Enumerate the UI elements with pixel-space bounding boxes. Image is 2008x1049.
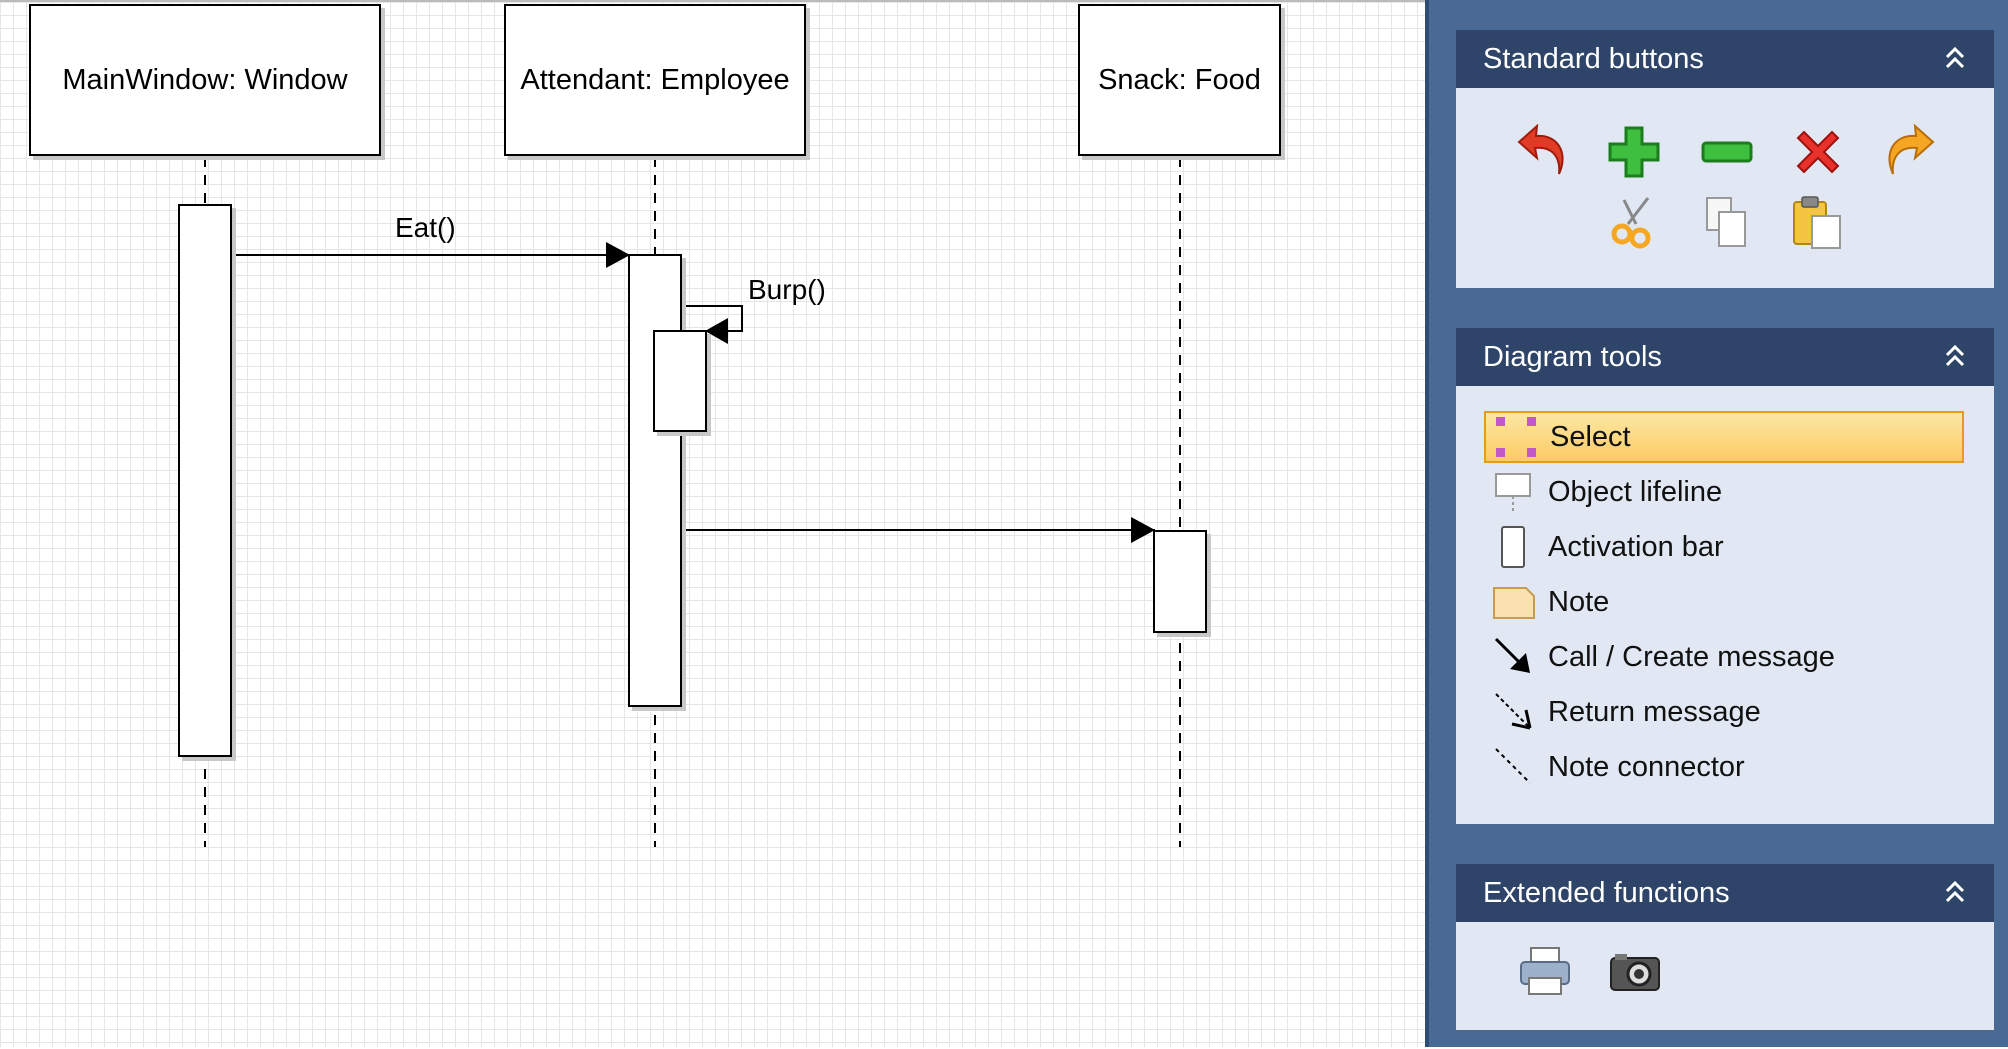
return-message-icon xyxy=(1495,693,1532,730)
paste-icon[interactable] xyxy=(1790,194,1846,250)
panel-body xyxy=(1456,88,1994,288)
panel-diagram-tools: Diagram tools Select xyxy=(1456,328,1994,824)
tool-select[interactable]: Select xyxy=(1484,411,1964,463)
camera-icon[interactable] xyxy=(1607,944,1663,1000)
object-lifeline-icon xyxy=(1495,473,1531,512)
object-attendant[interactable]: Attendant: Employee xyxy=(504,4,806,156)
message-burp-arrowhead xyxy=(705,318,728,344)
panel-extended-functions: Extended functions xyxy=(1456,864,1994,1030)
note-icon xyxy=(1493,587,1535,619)
object-label: Snack: Food xyxy=(1098,63,1261,96)
panel-body: Select Object lifeline Activation bar xyxy=(1456,386,1994,824)
collapse-icon[interactable] xyxy=(1942,342,1968,370)
tool-note-connector[interactable]: Note connector xyxy=(1484,741,1964,793)
activation-bar-icon xyxy=(1501,526,1525,568)
message-snack-arrowhead xyxy=(1131,517,1155,543)
object-label: MainWindow: Window xyxy=(62,63,348,96)
object-label: Attendant: Employee xyxy=(520,63,790,96)
panel-header[interactable]: Standard buttons xyxy=(1456,30,1994,88)
tool-object-lifeline[interactable]: Object lifeline xyxy=(1484,466,1964,518)
call-message-icon xyxy=(1494,637,1530,673)
note-connector-icon xyxy=(1495,748,1531,784)
sidebar: Standard buttons xyxy=(1425,0,2008,1047)
message-eat-label[interactable]: Eat() xyxy=(395,212,456,243)
object-snack[interactable]: Snack: Food xyxy=(1078,4,1281,156)
activation-bar-attendant-nested[interactable] xyxy=(653,330,707,432)
object-mainwindow[interactable]: MainWindow: Window xyxy=(29,4,381,156)
tool-label: Object lifeline xyxy=(1548,475,1723,508)
copy-icon[interactable] xyxy=(1699,194,1755,250)
panel-title: Diagram tools xyxy=(1483,340,1662,373)
cut-icon[interactable] xyxy=(1606,194,1662,250)
panel-title: Extended functions xyxy=(1483,876,1730,909)
tool-activation-bar[interactable]: Activation bar xyxy=(1484,521,1964,573)
diagram-canvas[interactable]: MainWindow: Window Attendant: Employee S… xyxy=(0,0,1425,1047)
tool-label: Activation bar xyxy=(1548,530,1724,563)
undo-icon[interactable] xyxy=(1515,124,1571,180)
panel-title: Standard buttons xyxy=(1483,42,1704,75)
message-burp-label[interactable]: Burp() xyxy=(748,274,826,305)
collapse-icon[interactable] xyxy=(1942,44,1968,72)
tool-label: Return message xyxy=(1548,695,1761,728)
panel-standard-buttons: Standard buttons xyxy=(1456,30,1994,288)
panel-header[interactable]: Extended functions xyxy=(1456,864,1994,922)
activation-bar-snack[interactable] xyxy=(1153,530,1207,633)
panel-header[interactable]: Diagram tools xyxy=(1456,328,1994,386)
print-icon[interactable] xyxy=(1517,944,1573,1000)
activation-bar-mainwindow[interactable] xyxy=(178,204,232,757)
redo-icon[interactable] xyxy=(1881,124,1937,180)
remove-icon[interactable] xyxy=(1699,124,1755,180)
tool-label: Select xyxy=(1550,420,1631,453)
tool-note[interactable]: Note xyxy=(1484,576,1964,628)
delete-icon[interactable] xyxy=(1790,124,1846,180)
panel-body xyxy=(1456,922,1994,1030)
tool-call-message[interactable]: Call / Create message xyxy=(1484,631,1964,683)
collapse-icon[interactable] xyxy=(1942,878,1968,906)
tool-label: Note xyxy=(1548,585,1610,618)
add-icon[interactable] xyxy=(1606,124,1662,180)
tool-return-message[interactable]: Return message xyxy=(1484,686,1964,738)
message-eat-arrowhead xyxy=(606,242,630,268)
select-icon xyxy=(1496,417,1536,457)
message-burp-arrow xyxy=(680,305,743,332)
activation-bar-attendant[interactable] xyxy=(628,254,682,707)
tool-label: Note connector xyxy=(1548,750,1745,783)
tool-label: Call / Create message xyxy=(1548,640,1835,673)
